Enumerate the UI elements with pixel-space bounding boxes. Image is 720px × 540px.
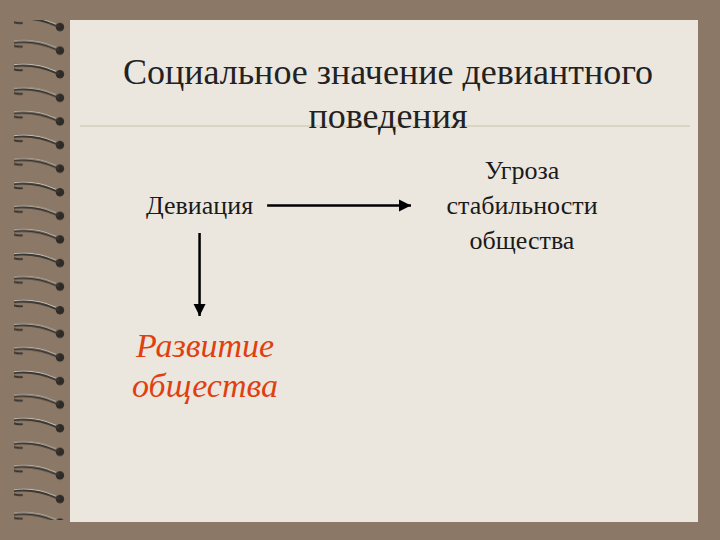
spiral-binding xyxy=(14,20,74,520)
slide-title: Социальное значение девиантного поведени… xyxy=(76,50,700,138)
node-text: Девиация xyxy=(146,188,253,223)
effect-node: Развитие общества xyxy=(105,322,305,410)
arrow-connector xyxy=(267,204,411,207)
paper-sheet xyxy=(70,20,698,522)
effect-node: Угроза стабильности общества xyxy=(417,149,627,262)
node-text: Угроза стабильности общества xyxy=(425,153,619,258)
arrow-connector xyxy=(198,233,201,316)
node-text: Развитие общества xyxy=(113,326,297,406)
term-node: Девиация xyxy=(138,184,261,227)
